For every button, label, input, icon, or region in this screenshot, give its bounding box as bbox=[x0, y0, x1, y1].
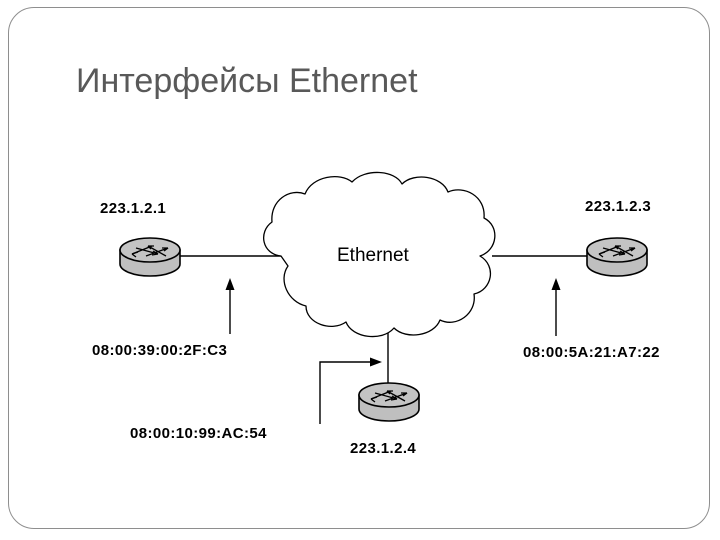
router-right-mac-label: 08:00:5A:21:A7:22 bbox=[523, 344, 660, 361]
router-bottom-ip-label: 223.1.2.4 bbox=[350, 440, 417, 457]
router-right-ip-label: 223.1.2.3 bbox=[585, 198, 652, 215]
ethernet-cloud bbox=[263, 171, 496, 338]
router-bottom-mac-label: 08:00:10:99:AC:54 bbox=[130, 425, 267, 442]
router-left-mac-label: 08:00:39:00:2F:C3 bbox=[92, 342, 228, 359]
router-icon-left bbox=[119, 237, 181, 277]
cloud-label: Ethernet bbox=[337, 245, 409, 266]
router-icon-right bbox=[586, 237, 648, 277]
pointer-mac-right bbox=[551, 278, 561, 336]
pointer-mac-left bbox=[225, 278, 235, 334]
router-left-ip-label: 223.1.2.1 bbox=[100, 200, 167, 217]
router-icon-bottom bbox=[358, 382, 420, 422]
page-title: Интерфейсы Ethernet bbox=[76, 62, 418, 100]
pointer-mac-bottom bbox=[319, 357, 382, 424]
